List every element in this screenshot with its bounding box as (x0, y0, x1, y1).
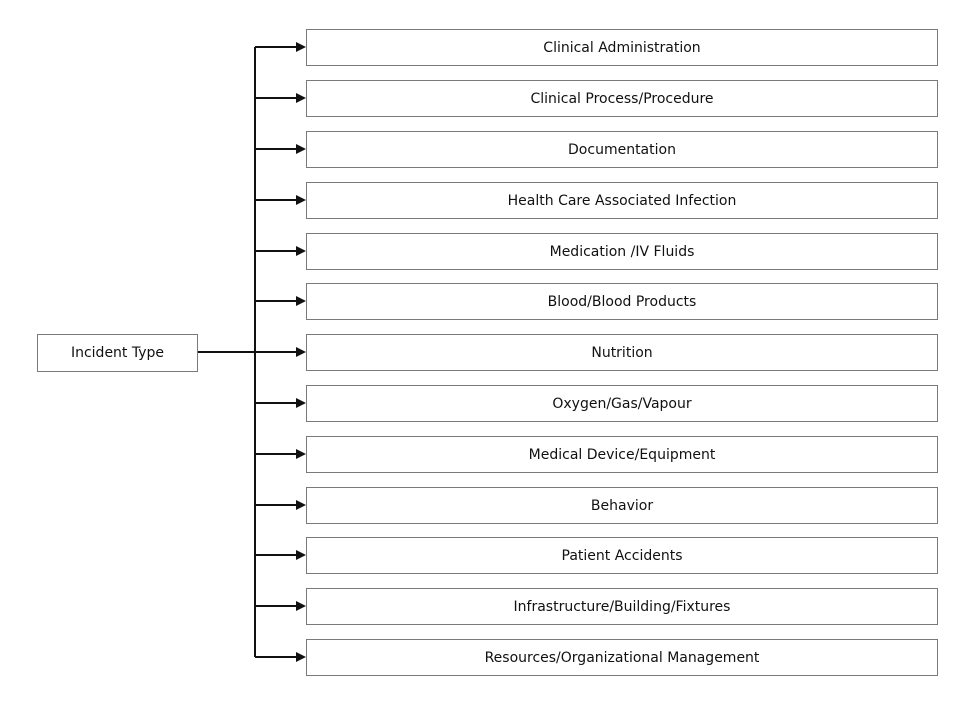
arrowhead (296, 398, 306, 408)
category-node: Health Care Associated Infection (306, 182, 938, 219)
category-node: Documentation (306, 131, 938, 168)
arrowhead (296, 347, 306, 357)
category-label: Medical Device/Equipment (528, 446, 716, 463)
arrowhead (296, 246, 306, 256)
category-label: Blood/Blood Products (547, 293, 697, 310)
category-node: Nutrition (306, 334, 938, 371)
category-node: Resources/Organizational Management (306, 639, 938, 676)
category-label: Clinical Process/Procedure (530, 90, 714, 107)
category-node: Medication /IV Fluids (306, 233, 938, 270)
category-node: Behavior (306, 487, 938, 524)
category-node: Infrastructure/Building/Fixtures (306, 588, 938, 625)
category-label: Infrastructure/Building/Fixtures (513, 598, 731, 615)
category-node: Medical Device/Equipment (306, 436, 938, 473)
arrowhead (296, 500, 306, 510)
arrowhead (296, 144, 306, 154)
category-label: Behavior (590, 497, 654, 514)
arrowhead (296, 550, 306, 560)
arrowhead (296, 93, 306, 103)
arrowhead (296, 195, 306, 205)
category-node: Clinical Administration (306, 29, 938, 66)
category-node: Oxygen/Gas/Vapour (306, 385, 938, 422)
arrowhead (296, 42, 306, 52)
category-label: Patient Accidents (561, 547, 683, 564)
root-node: Incident Type (37, 334, 198, 372)
category-label: Oxygen/Gas/Vapour (552, 395, 692, 412)
arrowhead (296, 296, 306, 306)
category-label: Resources/Organizational Management (484, 649, 760, 666)
category-label: Nutrition (591, 344, 653, 361)
arrowhead (296, 449, 306, 459)
category-label: Clinical Administration (543, 39, 701, 56)
category-label: Medication /IV Fluids (549, 243, 695, 260)
category-node: Blood/Blood Products (306, 283, 938, 320)
category-label: Health Care Associated Infection (507, 192, 737, 209)
root-node-label: Incident Type (70, 345, 165, 361)
arrowhead (296, 601, 306, 611)
category-node: Clinical Process/Procedure (306, 80, 938, 117)
arrowhead (296, 652, 306, 662)
category-label: Documentation (568, 141, 676, 158)
category-node: Patient Accidents (306, 537, 938, 574)
